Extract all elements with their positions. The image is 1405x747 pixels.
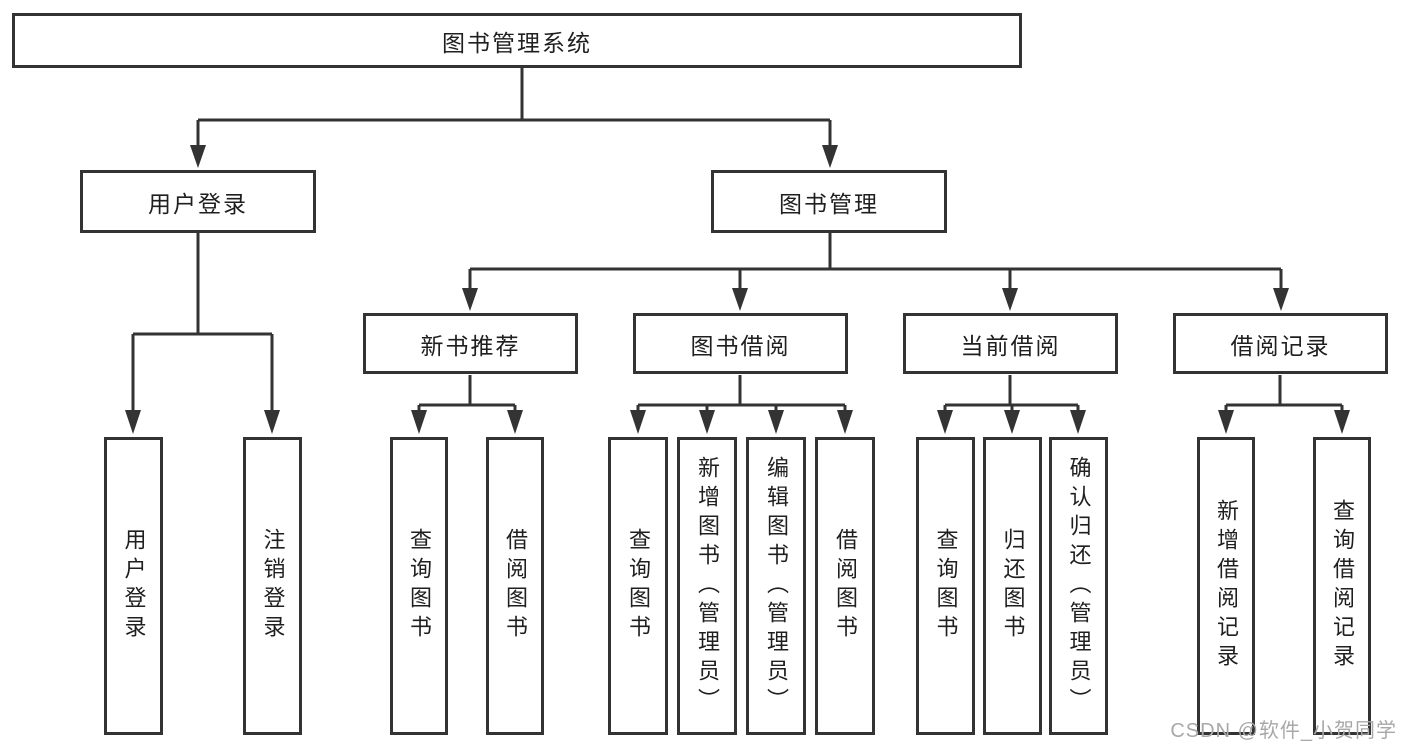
arrow-down-icon xyxy=(837,410,853,434)
node-root-library-system: 图书管理系统 xyxy=(12,13,1022,68)
node-book-borrowing: 图书借阅 xyxy=(633,313,848,374)
arrow-down-icon xyxy=(264,410,280,434)
arrow-down-icon xyxy=(507,410,523,434)
csdn-watermark: CSDN @软件_小贺同学 xyxy=(1170,720,1397,742)
leaf-borrow-add-books-admin: 新增图书（管理员） xyxy=(677,437,737,735)
arrow-down-icon xyxy=(937,410,953,434)
leaf-newbook-borrow-books: 借阅图书 xyxy=(486,437,544,735)
arrow-down-icon xyxy=(125,410,141,434)
arrow-down-icon xyxy=(1273,288,1289,311)
arrow-down-icon xyxy=(1002,288,1018,311)
node-current-borrowing: 当前借阅 xyxy=(903,313,1118,374)
arrow-down-icon xyxy=(411,410,427,434)
connector-borrow-records-branch xyxy=(1218,375,1350,434)
arrow-down-icon xyxy=(1004,410,1020,434)
connector-root-branch xyxy=(190,68,838,168)
node-user-login-branch: 用户登录 xyxy=(80,170,316,233)
leaf-records-add-record: 新增借阅记录 xyxy=(1197,437,1255,735)
node-borrowing-records: 借阅记录 xyxy=(1173,313,1388,374)
connector-current-borrow-branch xyxy=(937,375,1086,434)
leaf-user-login: 用户登录 xyxy=(104,437,163,735)
leaf-records-query-record: 查询借阅记录 xyxy=(1313,437,1371,735)
leaf-current-query-books: 查询图书 xyxy=(916,437,975,735)
arrow-down-icon xyxy=(1218,410,1234,434)
connector-book-management-branch xyxy=(462,233,1289,311)
leaf-newbook-query-books: 查询图书 xyxy=(390,437,448,735)
arrow-down-icon xyxy=(190,145,206,168)
leaf-borrow-query-books: 查询图书 xyxy=(608,437,668,735)
node-book-management-branch: 图书管理 xyxy=(711,170,947,233)
leaf-current-return-books: 归还图书 xyxy=(983,437,1042,735)
connector-user-login-branch xyxy=(125,233,280,434)
node-new-book-recommend: 新书推荐 xyxy=(363,313,578,374)
arrow-down-icon xyxy=(1070,410,1086,434)
arrow-down-icon xyxy=(768,410,784,434)
arrow-down-icon xyxy=(630,410,646,434)
arrow-down-icon xyxy=(1334,410,1350,434)
connector-book-borrow-branch xyxy=(630,375,853,434)
leaf-borrow-edit-books-admin: 编辑图书（管理员） xyxy=(746,437,806,735)
arrow-down-icon xyxy=(462,288,478,311)
connector-new-book-branch xyxy=(411,375,523,434)
arrow-down-icon xyxy=(732,288,748,311)
leaf-current-confirm-return-admin: 确认归还（管理员） xyxy=(1049,437,1108,735)
arrow-down-icon xyxy=(699,410,715,434)
leaf-logout: 注销登录 xyxy=(243,437,302,735)
leaf-borrow-borrow-books: 借阅图书 xyxy=(815,437,875,735)
arrow-down-icon xyxy=(822,145,838,168)
